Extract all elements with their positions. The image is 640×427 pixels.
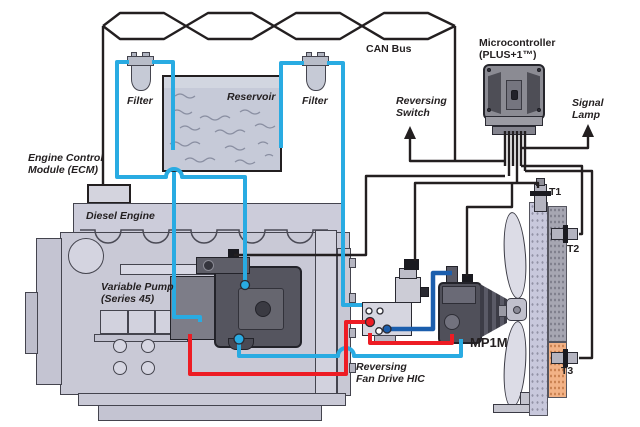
pump-left-mount — [170, 276, 216, 340]
microcontroller-screw4 — [537, 108, 541, 112]
hydraulic-ports — [233, 279, 392, 345]
microcontroller-left-panel — [488, 72, 501, 114]
microcontroller-center-dot — [511, 90, 518, 100]
engine-front-pulley — [68, 238, 104, 274]
engine-bolt2 — [141, 339, 155, 353]
signal-lamp-label: Signal Lamp — [572, 97, 604, 122]
left-filter-nub2 — [142, 52, 150, 57]
light-blue-lines — [115, 60, 463, 358]
signal-lamp-wire — [521, 134, 590, 150]
hic-gauge-port1 — [365, 307, 373, 315]
variable-pump-label: Variable Pump (Series 45) — [101, 281, 174, 306]
t2-wire — [521, 164, 584, 236]
hic-gauge-port2 — [376, 307, 384, 315]
left-filter-nub — [131, 52, 137, 57]
flange-bolt4 — [349, 363, 356, 373]
signal-wires — [101, 26, 594, 360]
t1-label: T1 — [549, 186, 562, 198]
hic-red-port — [364, 316, 376, 328]
reversing-switch-label: Reversing Switch — [396, 95, 447, 120]
pump-face-hub — [255, 301, 271, 317]
t3-wire — [525, 169, 594, 360]
t1-sensor-flange — [530, 191, 551, 196]
solenoid-and-t1-wire — [413, 181, 540, 261]
pump-bottom-port — [233, 333, 245, 345]
microcontroller-screw2 — [537, 68, 541, 72]
left-filter-body — [131, 65, 151, 91]
microcontroller-screw3 — [487, 108, 491, 112]
right-filter-to-hic-line — [327, 61, 362, 307]
reservoir-label: Reservoir — [227, 91, 276, 103]
engine-bolt1 — [113, 339, 127, 353]
hic-white-port — [375, 327, 383, 335]
flange-bolt2 — [349, 293, 356, 303]
hic-to-motor-red-line — [368, 333, 454, 345]
radiator-rear-column-cool — [548, 206, 567, 342]
reversing-switch-arrowhead — [404, 126, 416, 139]
microcontroller-screw1 — [487, 68, 491, 72]
microcontroller-right-panel — [527, 72, 540, 114]
solenoid-side-tab — [420, 287, 429, 297]
mp1m-label: MP1M — [470, 335, 508, 350]
radiator-front-column — [529, 202, 548, 416]
engine-panel — [100, 310, 182, 334]
pump-to-hic-red-line — [188, 320, 367, 376]
pump-top-port — [239, 279, 251, 291]
right-filter-nub — [306, 52, 312, 57]
solenoid-connector-cap — [404, 259, 419, 270]
motor-top-block — [442, 286, 476, 304]
engine-panel-divider — [127, 310, 129, 334]
can-bus-twisted-pair — [102, 11, 456, 41]
hic-to-motor-dark-blue-line — [387, 270, 452, 332]
red-lines — [188, 320, 454, 376]
microcontroller-base — [485, 116, 543, 126]
signal-lamp-arrowhead — [582, 124, 594, 137]
reservoir-fluid — [164, 88, 280, 170]
motor-end-cap — [444, 314, 460, 330]
flange-bolt1 — [349, 258, 356, 268]
diesel-engine-label: Diesel Engine — [86, 210, 155, 222]
microcontroller-label: Microcontroller (PLUS+1™) — [479, 37, 556, 62]
fan-hub-center — [513, 306, 521, 314]
reversing-switch-wire — [408, 136, 505, 163]
motor-signal-wire — [465, 183, 514, 276]
engine-bolt4 — [141, 361, 155, 375]
left-filter-label: Filter — [127, 95, 153, 107]
reservoir-dip-pipe — [152, 60, 175, 150]
engine-pan-lower — [98, 405, 322, 421]
reservoir-to-pump-suction-line — [172, 172, 202, 322]
engine-panel-divider2 — [154, 310, 156, 334]
flange-bolt3 — [349, 328, 356, 338]
pump-sensor-connector — [228, 249, 239, 258]
can-bus-label: CAN Bus — [366, 43, 412, 55]
right-filter-body — [306, 65, 326, 91]
right-filter-nub2 — [317, 52, 325, 57]
right-filter-label: Filter — [302, 95, 328, 107]
pump-sensor-eye — [203, 260, 214, 271]
t3-label: T3 — [561, 365, 574, 377]
pump-speed-sensor-wire — [234, 174, 505, 257]
hic-blue-port — [382, 324, 392, 334]
t3-sensor-flange — [563, 349, 568, 367]
engine-left-foot — [25, 292, 38, 354]
solenoid-body — [395, 277, 421, 303]
hic-label: Reversing Fan Drive HIC — [356, 361, 425, 386]
filter-to-pump-top-line — [115, 60, 247, 284]
reservoir-to-right-filter-line — [279, 61, 304, 148]
engine-bolt3 — [113, 361, 127, 375]
ecm-label: Engine Control Module (ECM) — [28, 152, 104, 177]
reservoir-waves — [169, 93, 276, 165]
t2-label: T2 — [567, 243, 580, 255]
engine-scallops — [80, 229, 328, 244]
t2-sensor-flange — [563, 225, 568, 243]
